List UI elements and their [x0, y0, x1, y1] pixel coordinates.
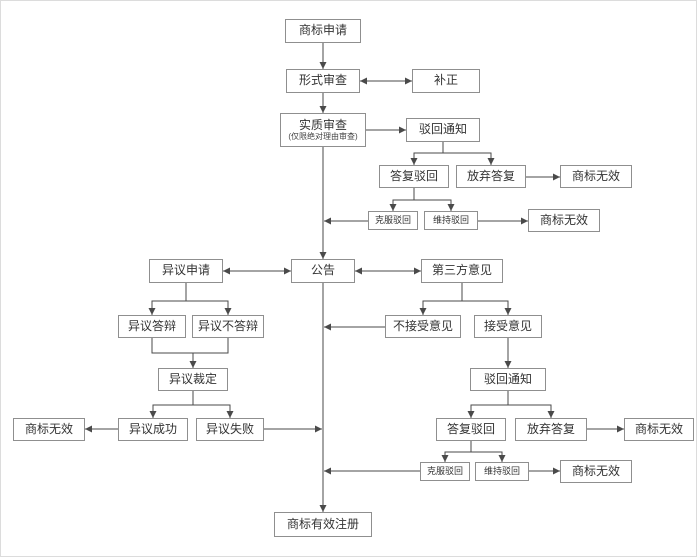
arrow-thirdparty-to-accept	[462, 300, 512, 315]
node-reply-rejection-1-label: 答复驳回	[389, 168, 438, 183]
node-correction-label: 补正	[433, 73, 458, 88]
node-opposition-ruling-label: 异议裁定	[168, 371, 217, 386]
node-trademark-application-label: 商标申请	[298, 23, 347, 38]
node-trademark-invalid-2: 商标无效	[528, 209, 600, 232]
node-maintain-rejection-2-label: 维持驳回	[483, 465, 520, 476]
node-opposition-no-defense: 异议不答辩	[192, 315, 264, 338]
line-nodefense-to-ruling-merge	[193, 338, 229, 354]
node-publication-label: 公告	[310, 263, 335, 278]
node-overcome-rejection-2: 克服驳回	[420, 462, 470, 481]
node-third-party-opinion: 第三方意见	[421, 259, 503, 283]
node-opposition-application-label: 异议申请	[161, 263, 210, 278]
node-rejection-notice-2-label: 驳回通知	[483, 371, 532, 386]
node-abandon-reply-2: 放弃答复	[515, 418, 587, 441]
arrow-defense-to-ruling	[151, 338, 197, 368]
node-reply-rejection-2-label: 答复驳回	[446, 421, 495, 436]
node-opposition-defense-label: 异议答辩	[127, 318, 176, 333]
node-trademark-invalid-5-label: 商标无效	[571, 463, 620, 478]
node-opposition-fail-label: 异议失败	[205, 421, 254, 436]
node-publication: 公告	[291, 259, 355, 283]
node-opposition-success: 异议成功	[118, 418, 188, 441]
node-rejection-notice-1: 驳回通知	[406, 118, 480, 142]
arrow-rejection2-to-abandon2	[508, 404, 555, 418]
node-opposition-defense: 异议答辩	[118, 315, 186, 338]
arrow-reply1-to-overcome1	[389, 188, 415, 211]
node-trademark-invalid-3: 商标无效	[13, 418, 85, 441]
arrow-reply1-to-maintain1	[414, 199, 455, 211]
node-trademark-invalid-5: 商标无效	[560, 460, 632, 483]
node-formal-examination: 形式审查	[286, 69, 360, 93]
node-not-accept-opinion-label: 不接受意见	[392, 318, 453, 333]
node-correction: 补正	[412, 69, 480, 93]
arrow-thirdparty-to-notaccept	[419, 283, 463, 315]
node-rejection-notice-1-label: 驳回通知	[418, 122, 467, 137]
node-trademark-invalid-1: 商标无效	[560, 165, 632, 188]
node-substantive-examination-label: 实质审查	[298, 117, 347, 132]
node-opposition-success-label: 异议成功	[128, 421, 177, 436]
node-accept-opinion: 接受意见	[474, 315, 542, 338]
node-rejection-notice-2: 驳回通知	[470, 368, 546, 391]
node-third-party-opinion-label: 第三方意见	[431, 263, 492, 278]
node-abandon-reply-1: 放弃答复	[456, 165, 526, 188]
node-reply-rejection-1: 答复驳回	[379, 165, 449, 188]
node-maintain-rejection-1-label: 维持驳回	[432, 214, 469, 225]
arrow-reply2-to-overcome2	[441, 441, 472, 462]
node-trademark-application: 商标申请	[285, 19, 361, 43]
node-abandon-reply-2-label: 放弃答复	[526, 421, 575, 436]
node-reply-rejection-2: 答复驳回	[436, 418, 506, 441]
node-maintain-rejection-1: 维持驳回	[424, 211, 478, 230]
node-substantive-examination-note: (仅限绝对理由审查)	[288, 131, 358, 141]
arrow-rejection2-to-reply2	[467, 391, 509, 418]
node-opposition-application: 异议申请	[149, 259, 223, 283]
node-substantive-examination: 实质审查 (仅限绝对理由审查)	[280, 113, 366, 147]
arrow-opposition-to-nodefense	[186, 300, 232, 315]
arrow-rejection1-to-reply1	[410, 142, 444, 165]
node-maintain-rejection-2: 维持驳回	[475, 462, 529, 481]
node-trademark-invalid-3-label: 商标无效	[24, 421, 73, 436]
arrow-reply2-to-maintain2	[471, 451, 506, 462]
node-formal-examination-label: 形式审查	[298, 73, 347, 88]
arrow-opposition-to-defense	[148, 283, 187, 315]
node-trademark-invalid-2-label: 商标无效	[539, 212, 588, 227]
arrow-ruling-to-fail	[193, 404, 234, 418]
node-abandon-reply-1-label: 放弃答复	[466, 168, 515, 183]
node-not-accept-opinion: 不接受意见	[385, 315, 461, 338]
node-trademark-invalid-1-label: 商标无效	[571, 168, 620, 183]
arrow-ruling-to-success	[149, 391, 194, 418]
node-trademark-invalid-4-label: 商标无效	[634, 421, 683, 436]
node-opposition-ruling: 异议裁定	[158, 368, 228, 391]
node-valid-registration-label: 商标有效注册	[286, 516, 359, 531]
node-overcome-rejection-1: 克服驳回	[368, 211, 418, 230]
node-valid-registration: 商标有效注册	[274, 512, 372, 537]
node-overcome-rejection-2-label: 克服驳回	[426, 465, 463, 476]
node-accept-opinion-label: 接受意见	[483, 318, 532, 333]
arrow-rejection1-to-abandon1	[443, 152, 495, 165]
node-overcome-rejection-1-label: 克服驳回	[374, 214, 411, 225]
node-opposition-no-defense-label: 异议不答辩	[197, 318, 258, 333]
node-opposition-fail: 异议失败	[196, 418, 264, 441]
node-trademark-invalid-4: 商标无效	[624, 418, 694, 441]
